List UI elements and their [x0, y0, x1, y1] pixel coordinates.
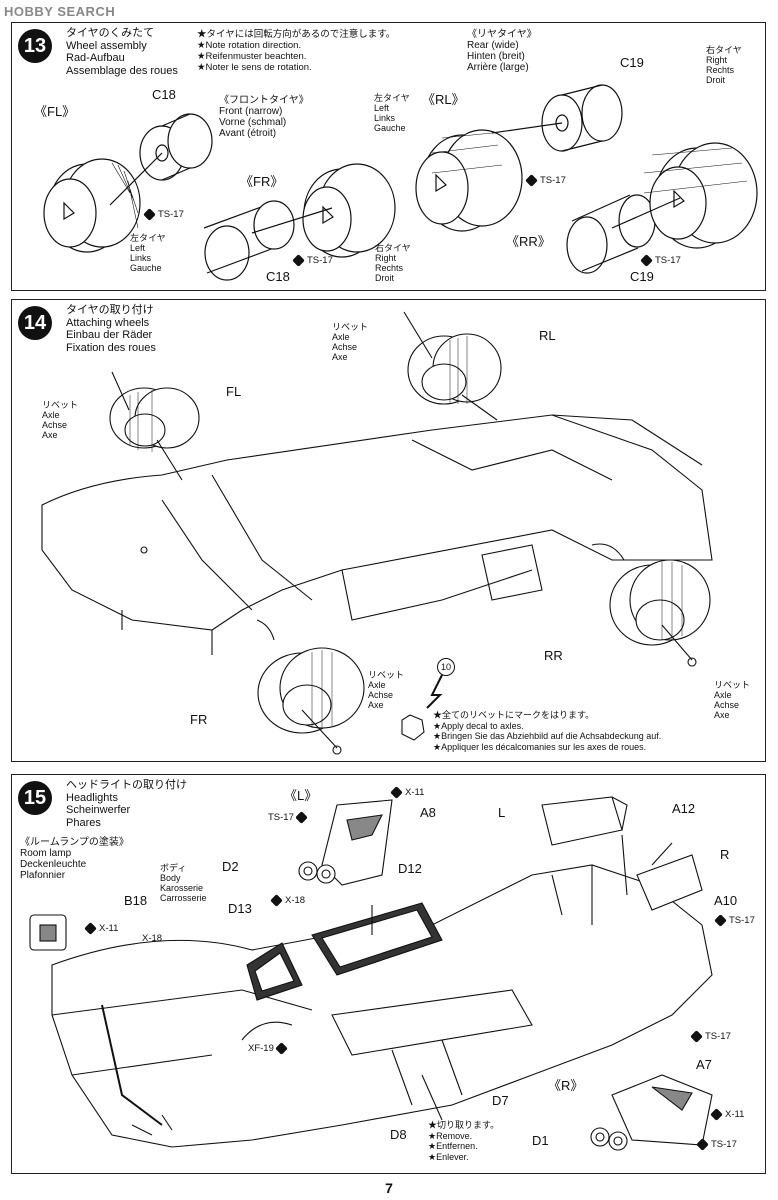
hex-icon [696, 1138, 709, 1151]
paint-ts17-l: TS-17 [268, 811, 310, 824]
part-c19-rr: C19 [630, 269, 654, 284]
step-number: 13 [18, 29, 52, 63]
cut-note: ★切り取ります。★Remove.★Entfernen.★Enlever. [428, 1120, 500, 1162]
fl-label: 《FL》 [34, 104, 76, 119]
chassis-drawing [41, 311, 713, 755]
r-label: 《R》 [548, 1078, 584, 1093]
part-a7: A7 [696, 1057, 712, 1072]
rotation-note: ★タイヤには回転方向があるので注意します。★Note rotation dire… [197, 29, 396, 73]
part-r: R [720, 847, 730, 862]
wheel-assembly-drawing [43, 84, 758, 281]
paint-ts17-fr: TS-17 [292, 254, 333, 267]
fr-label: 《FR》 [240, 174, 284, 189]
decal-note: ★全てのリベットにマークをはります。★Apply decal to axles.… [433, 710, 662, 752]
paint-xf19: XF-19 [248, 1042, 290, 1055]
part-a12: A12 [672, 801, 696, 816]
page-number: 7 [385, 1180, 393, 1196]
rr-label: RR [544, 648, 563, 663]
front-tire-label: 《フロントタイヤ》Front (narrow)Vorne (schmal)Ava… [219, 95, 309, 139]
part-d2: D2 [222, 859, 239, 874]
hex-icon [84, 922, 97, 935]
part-d13: D13 [228, 901, 252, 916]
fl-label: FL [226, 384, 242, 399]
paint-x11-r: X-11 [710, 1108, 744, 1121]
hex-icon [292, 254, 305, 267]
hex-icon [274, 1042, 288, 1055]
paint-ts17-fl: TS-17 [143, 208, 184, 221]
paint-ts17-rr: TS-17 [640, 254, 681, 267]
decal-number: 10 [437, 658, 455, 676]
part-b18: B18 [124, 893, 148, 908]
paint-x11-room: X-11 [84, 922, 118, 935]
hex-icon [143, 208, 156, 221]
rl-label: RL [539, 328, 556, 343]
fr-label: FR [190, 712, 208, 727]
hobby-search-logo: HOBBY SEARCH [4, 4, 116, 19]
paint-x18-room: X-18 [142, 933, 163, 944]
part-d12: D12 [398, 861, 422, 876]
hex-icon [640, 254, 653, 267]
paint-ts17-r: TS-17 [714, 914, 755, 927]
part-a8: A8 [420, 805, 436, 820]
step-number: 15 [18, 781, 52, 815]
part-c18-fl: C18 [152, 87, 176, 102]
hex-icon [270, 894, 283, 907]
hex-icon [294, 811, 308, 824]
step-number: 14 [18, 306, 52, 340]
part-c18-fr: C18 [266, 269, 290, 284]
part-d8: D8 [390, 1127, 407, 1142]
paint-x11-l: X-11 [390, 786, 424, 799]
paint-x18-d13: X-18 [270, 894, 305, 907]
part-l: L [498, 805, 506, 820]
headlights-drawing [29, 796, 713, 1151]
hex-icon [714, 914, 727, 927]
part-a10: A10 [714, 893, 738, 908]
paint-ts17-a7: TS-17 [696, 1138, 737, 1151]
hex-icon [390, 786, 403, 799]
rr-label: 《RR》 [506, 234, 551, 249]
paint-ts17-body: TS-17 [690, 1030, 731, 1043]
hex-icon [690, 1030, 703, 1043]
rear-tire-label: 《リヤタイヤ》Rear (wide)Hinten (breit)Arrière … [467, 29, 537, 73]
part-d1: D1 [532, 1133, 549, 1148]
hex-icon [710, 1108, 723, 1121]
paint-ts17-rl: TS-17 [525, 174, 566, 187]
rl-label: 《RL》 [422, 92, 465, 107]
part-c19-rl: C19 [620, 55, 644, 70]
hex-icon [525, 174, 538, 187]
part-d7: D7 [492, 1093, 509, 1108]
l-label: 《L》 [284, 788, 318, 803]
